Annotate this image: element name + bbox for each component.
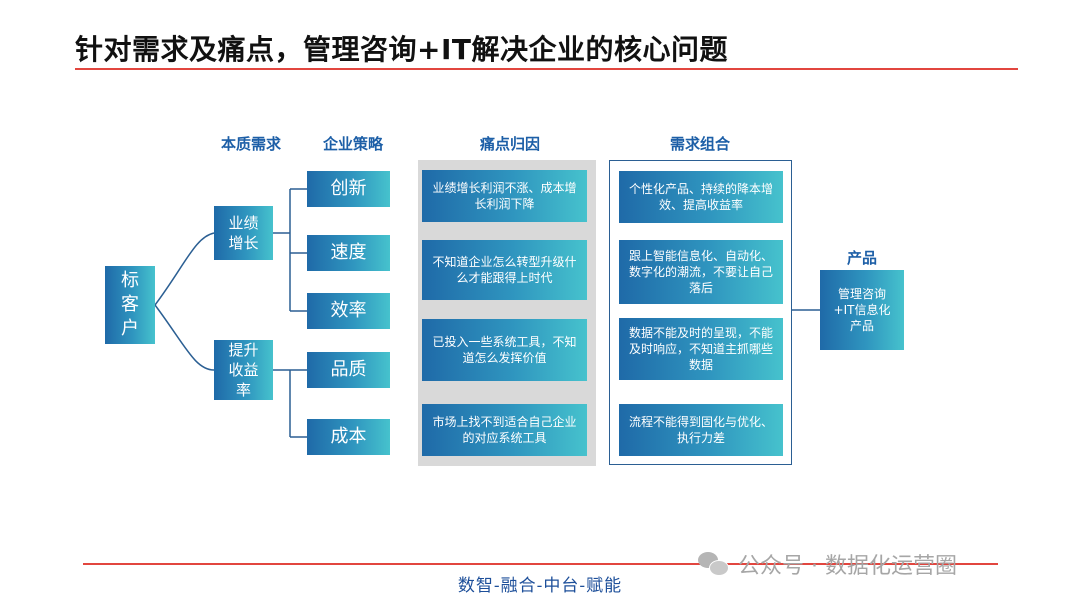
strategy-label: 成本 xyxy=(330,425,367,447)
essence-label: 提升收益率 xyxy=(228,340,259,400)
pain-item-1: 业绩增长利润不涨、成本增长利润下降 xyxy=(422,170,587,222)
demand-item-3: 数据不能及时的呈现，不能及时响应，不知道主抓哪些数据 xyxy=(619,318,783,380)
pain-text: 市场上找不到适合自己企业的对应系统工具 xyxy=(432,414,577,445)
pain-item-4: 市场上找不到适合自己企业的对应系统工具 xyxy=(422,404,587,456)
pain-item-3: 已投入一些系统工具，不知道怎么发挥价值 xyxy=(422,319,587,381)
strategy-node-innovation: 创新 xyxy=(307,171,390,207)
watermark-text: 公众号 · 数据化运营圈 xyxy=(738,554,957,579)
header-pain: 痛点归因 xyxy=(479,135,540,153)
header-product: 产品 xyxy=(846,249,877,267)
demand-text: 个性化产品、持续的降本增效、提高收益率 xyxy=(628,181,773,212)
title-underline xyxy=(75,68,1018,70)
essence-label: 业绩增长 xyxy=(228,213,259,252)
product-label: 管理咨询+IT信息化产品 xyxy=(833,286,891,334)
connector-root-profit xyxy=(154,304,215,371)
strategy-label: 速度 xyxy=(330,241,367,263)
header-strategy: 企业策略 xyxy=(322,135,383,153)
pain-text: 不知道企业怎么转型升级什么才能跟得上时代 xyxy=(432,254,577,285)
demand-item-4: 流程不能得到固化与优化、执行力差 xyxy=(619,404,783,456)
essence-node-growth: 业绩增长 xyxy=(214,206,273,260)
page-title: 针对需求及痛点，管理咨询+IT解决企业的核心问题 xyxy=(75,33,728,66)
strategy-label: 效率 xyxy=(330,299,367,321)
strategy-node-cost: 成本 xyxy=(307,419,390,455)
demand-text: 流程不能得到固化与优化、执行力差 xyxy=(628,414,773,445)
footer-slogan: 数智-融合-中台-赋能 xyxy=(457,576,623,596)
pain-text: 业绩增长利润不涨、成本增长利润下降 xyxy=(432,180,577,211)
footer-rule xyxy=(83,563,998,565)
watermark: 公众号 · 数据化运营圈 xyxy=(698,548,957,580)
demand-text: 跟上智能信息化、自动化、数字化的潮流，不要让自己落后 xyxy=(628,248,773,296)
strategy-label: 品质 xyxy=(330,358,367,380)
strategy-node-efficiency: 效率 xyxy=(307,293,390,329)
demand-frame xyxy=(609,160,792,465)
essence-node-profit: 提升收益率 xyxy=(214,340,273,400)
wechat-icon xyxy=(698,552,729,576)
connector-root-growth xyxy=(154,232,215,306)
demand-item-1: 个性化产品、持续的降本增效、提高收益率 xyxy=(619,171,783,223)
demand-item-2: 跟上智能信息化、自动化、数字化的潮流，不要让自己落后 xyxy=(619,240,783,304)
pain-text: 已投入一些系统工具，不知道怎么发挥价值 xyxy=(432,334,577,365)
header-demand: 需求组合 xyxy=(669,135,730,153)
strategy-node-speed: 速度 xyxy=(307,235,390,271)
header-essence: 本质需求 xyxy=(220,135,281,153)
root-node: 标客户 xyxy=(105,266,155,344)
strategy-node-quality: 品质 xyxy=(307,352,390,388)
root-label: 标客户 xyxy=(121,269,139,340)
strategy-label: 创新 xyxy=(330,177,367,199)
demand-text: 数据不能及时的呈现，不能及时响应，不知道主抓哪些数据 xyxy=(628,325,773,373)
product-node: 管理咨询+IT信息化产品 xyxy=(820,270,904,350)
pain-item-2: 不知道企业怎么转型升级什么才能跟得上时代 xyxy=(422,240,587,300)
